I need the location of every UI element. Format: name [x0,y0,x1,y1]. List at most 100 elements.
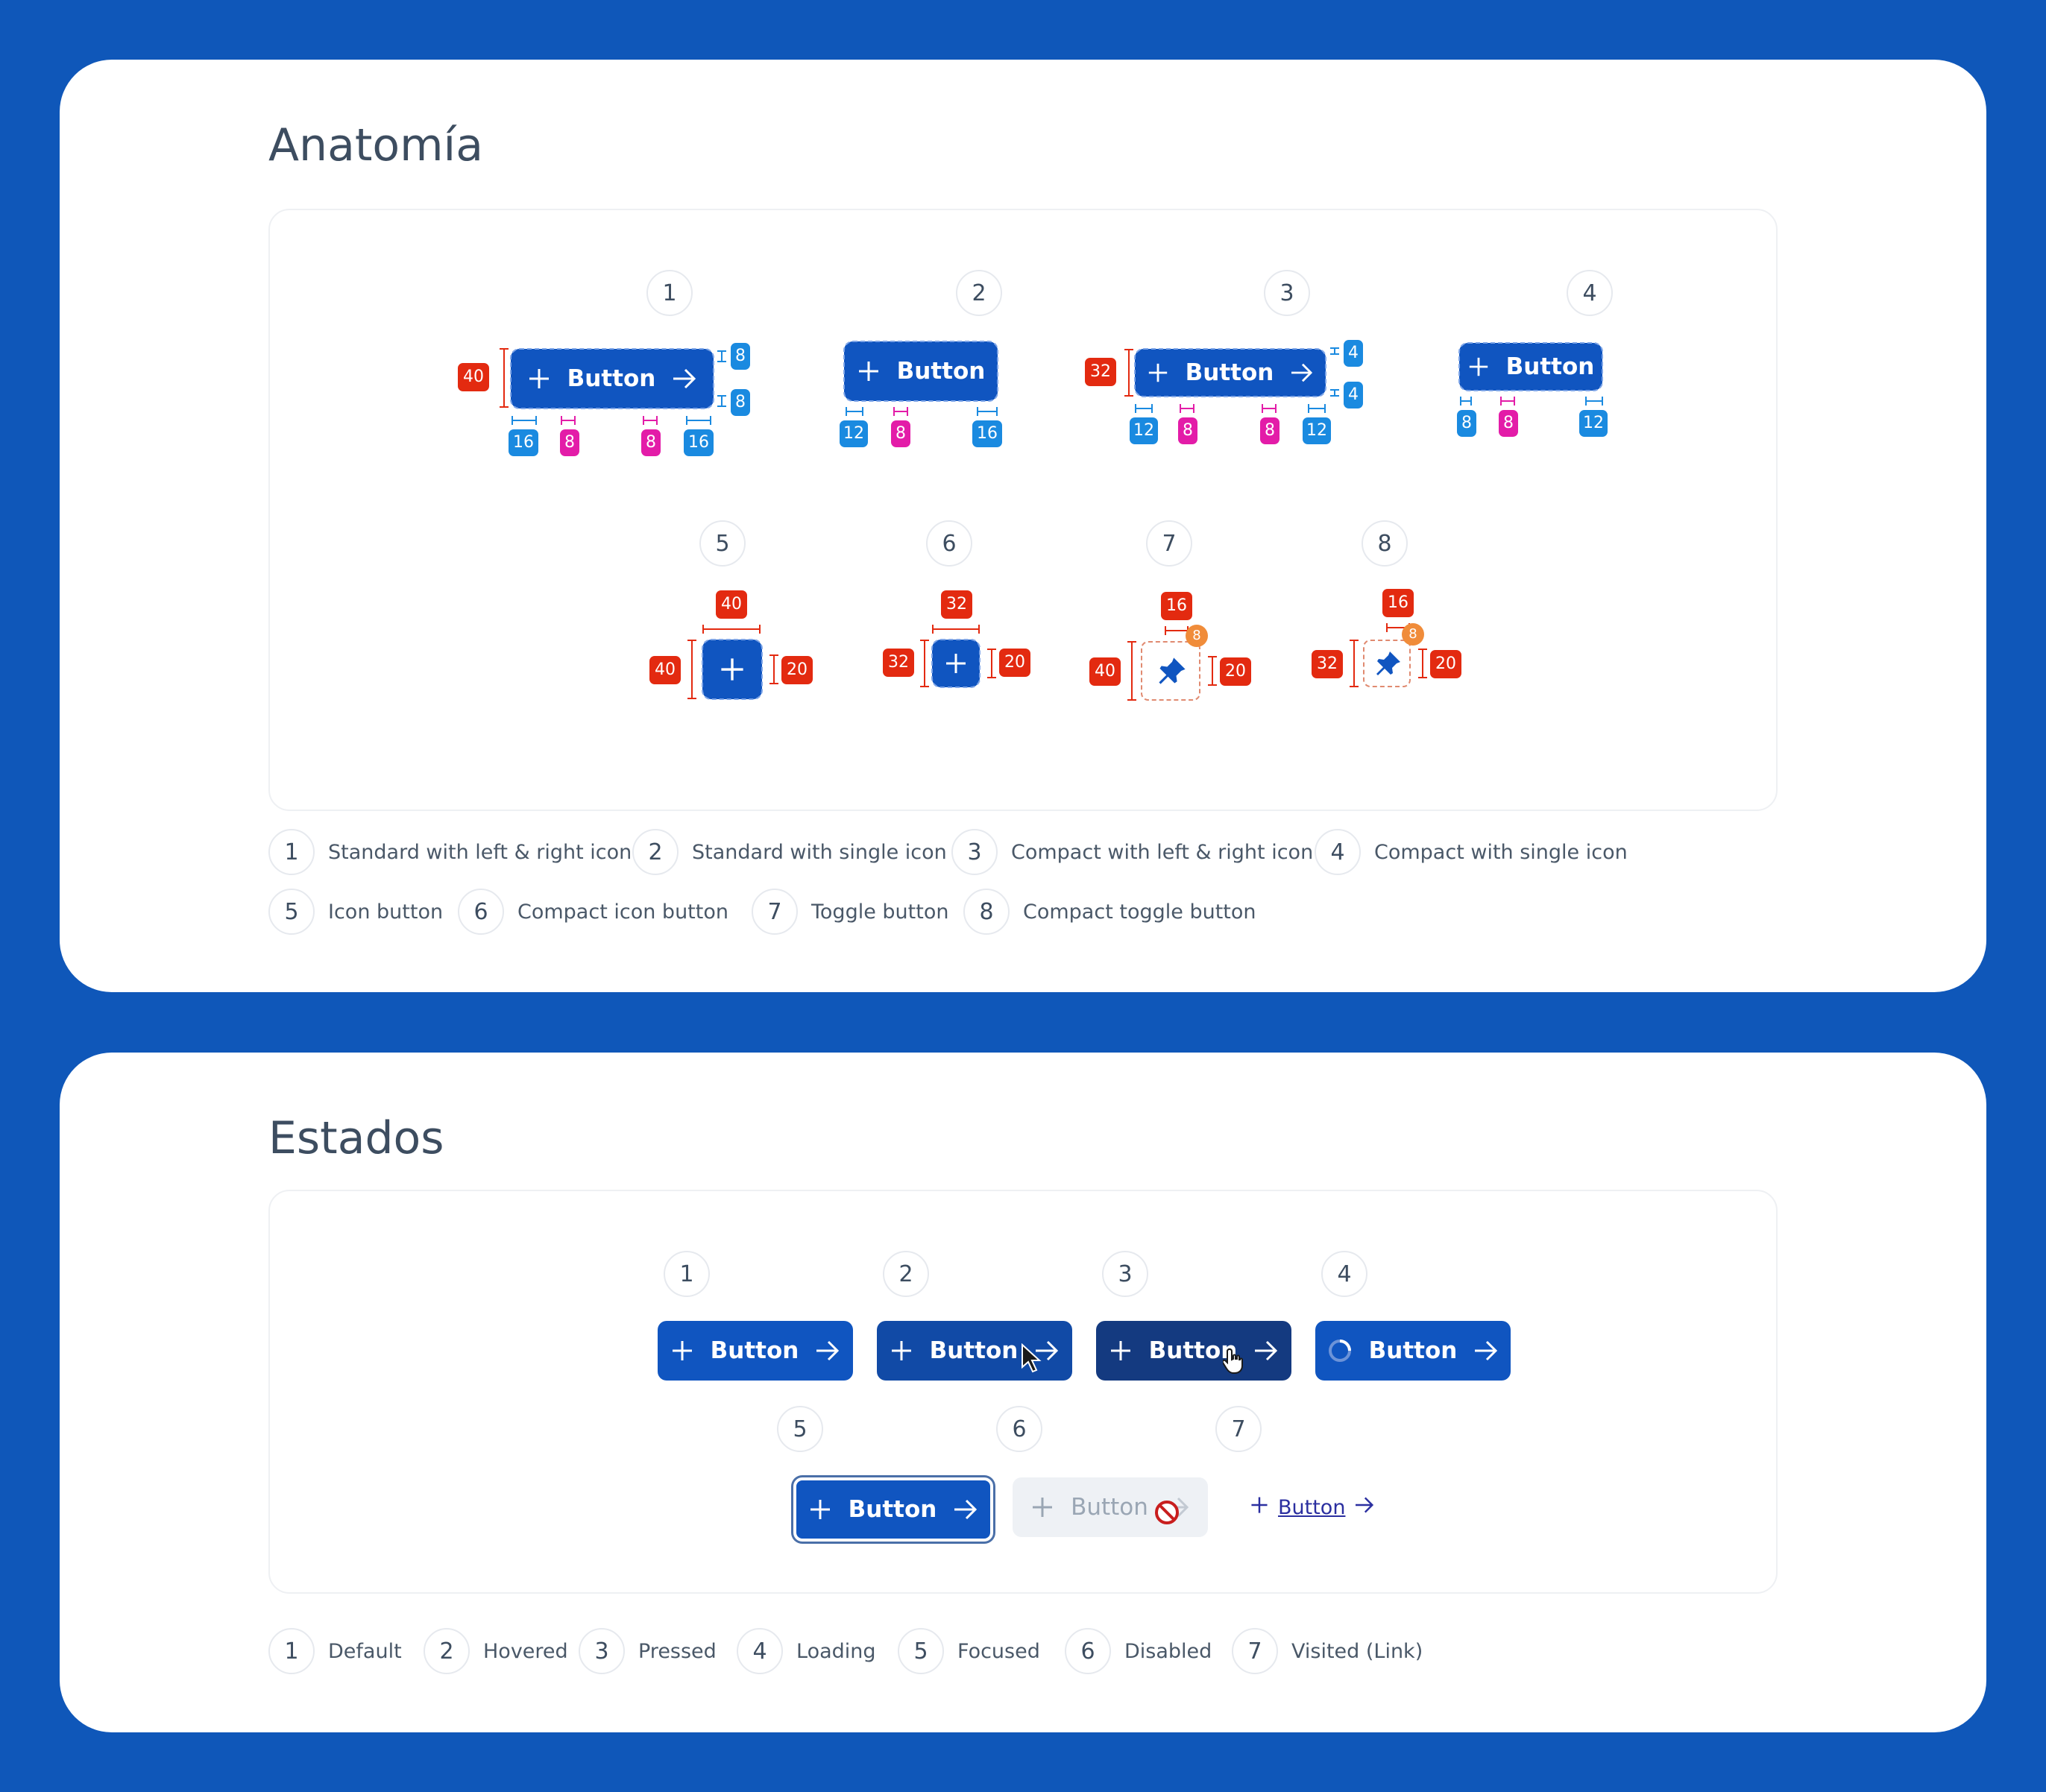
arrow-right-icon [815,1340,840,1362]
measure-height-32: 32 [1312,650,1343,678]
measure-hpad-left-12: 12 [840,420,868,447]
arrow-right-icon [1290,362,1314,383]
legend-label: Pressed [638,1639,717,1663]
legend-label: Compact with single icon [1374,840,1628,864]
anatomy-frame: 1 2 3 4 5 6 7 8 40 Button 8 8 16 8 8 16 … [268,209,1778,811]
anatomy-button-standard-single-icon: Button [843,341,998,402]
anatomy-icon-button [702,639,763,700]
anatomy-number-7: 7 [1146,520,1192,567]
height-marker [1127,641,1136,701]
icon-size-marker [1418,649,1427,678]
anatomy-legend-item-7: 7 Toggle button [752,889,948,935]
padding-marker [1135,404,1153,413]
button-loading[interactable]: Button [1315,1321,1511,1381]
measure-hpad-left-16: 16 [509,429,538,456]
legend-label: Hovered [483,1639,568,1663]
state-legend-item-1: 1 Default [268,1628,402,1674]
arrow-right-icon [1473,1340,1499,1362]
pin-icon [1156,654,1189,690]
measure-icon-20: 20 [781,656,813,684]
pin-icon [1373,649,1403,681]
gap-marker [1180,404,1194,413]
anatomy-compact-toggle-button [1363,640,1411,687]
measure-offset-8: 8 [1402,623,1424,646]
measure-width-40: 40 [716,590,747,619]
padding-marker [977,407,998,416]
state-number-3: 3 [1102,1251,1148,1297]
measure-icon-20: 20 [1430,650,1461,678]
anatomy-button-standard-two-icons: Button [510,348,714,409]
plus-icon [1467,356,1490,378]
legend-number: 5 [898,1628,944,1674]
plus-icon [719,656,746,683]
legend-number: 7 [752,889,798,935]
state-number-5: 5 [777,1406,823,1452]
anatomy-number-8: 8 [1362,520,1408,567]
padding-marker [717,395,726,407]
measure-gap-8: 8 [560,429,579,456]
button-label: Button [567,365,656,392]
legend-label: Disabled [1124,1639,1212,1663]
measure-height-40: 40 [458,363,489,391]
plus-icon [1109,1339,1133,1363]
legend-label: Default [328,1639,402,1663]
icon-size-marker [1208,656,1217,686]
button-label: Button [1368,1337,1458,1364]
measure-hpad-right-12: 12 [1579,410,1608,437]
button-label: Button [1148,1337,1238,1364]
link-visited[interactable]: Button [1250,1495,1375,1520]
padding-marker [846,407,863,416]
plus-icon [808,1498,832,1521]
padding-marker [1308,404,1326,413]
state-legend-item-2: 2 Hovered [424,1628,568,1674]
state-number-4: 4 [1321,1251,1367,1297]
plus-icon [1030,1495,1054,1519]
measure-width-16: 16 [1382,589,1414,617]
cursor-hand-icon [1221,1348,1245,1378]
legend-number: 4 [737,1628,783,1674]
anatomy-number-4: 4 [1567,270,1613,316]
legend-label: Toggle button [811,900,949,924]
gap-marker [893,407,908,416]
legend-label: Standard with single icon [692,840,947,864]
anatomy-number-3: 3 [1264,270,1310,316]
padding-marker [1460,397,1472,406]
state-number-7: 7 [1215,1406,1262,1452]
legend-number: 6 [1065,1628,1111,1674]
measure-vpad-bottom-4: 4 [1344,382,1363,408]
anatomy-number-5: 5 [699,520,746,567]
plus-icon [857,359,881,383]
padding-marker [512,416,537,425]
button-label: Button [929,1337,1019,1364]
icon-size-marker [769,654,778,684]
section-title-anatomia: Anatomía [268,119,483,171]
button-default[interactable]: Button [658,1321,853,1381]
anatomy-legend-item-6: 6 Compact icon button [458,889,728,935]
anatomy-legend-item-3: 3 Compact with left & right icon [951,829,1313,875]
arrow-right-icon [672,367,697,390]
legend-number: 3 [579,1628,625,1674]
legend-label: Visited (Link) [1291,1639,1423,1663]
measure-width-32: 32 [941,590,972,619]
measure-height-32: 32 [883,649,914,677]
legend-label: Icon button [328,900,444,924]
state-legend-item-4: 4 Loading [737,1628,876,1674]
button-hovered[interactable]: Button [877,1321,1072,1381]
anatomy-button-compact-single-icon: Button [1458,342,1603,391]
measure-hpad-right-16: 16 [972,420,1002,447]
plus-icon [944,652,968,675]
anatomy-number-6: 6 [926,520,972,567]
icon-size-marker [987,649,996,678]
button-label: Button [1071,1494,1148,1521]
legend-number: 2 [424,1628,470,1674]
button-focused[interactable]: Button [793,1477,993,1542]
anatomy-legend-item-4: 4 Compact with single icon [1315,829,1628,875]
states-frame: 1 2 3 4 5 6 7 Button Button Button [268,1190,1778,1594]
button-label: Button [1185,359,1274,386]
anatomy-compact-icon-button [931,639,980,688]
anatomy-legend-item-5: 5 Icon button [268,889,443,935]
plus-icon [527,367,551,391]
button-pressed[interactable]: Button [1096,1321,1291,1381]
anatomy-legend-item-8: 8 Compact toggle button [963,889,1256,935]
padding-marker [717,350,726,362]
